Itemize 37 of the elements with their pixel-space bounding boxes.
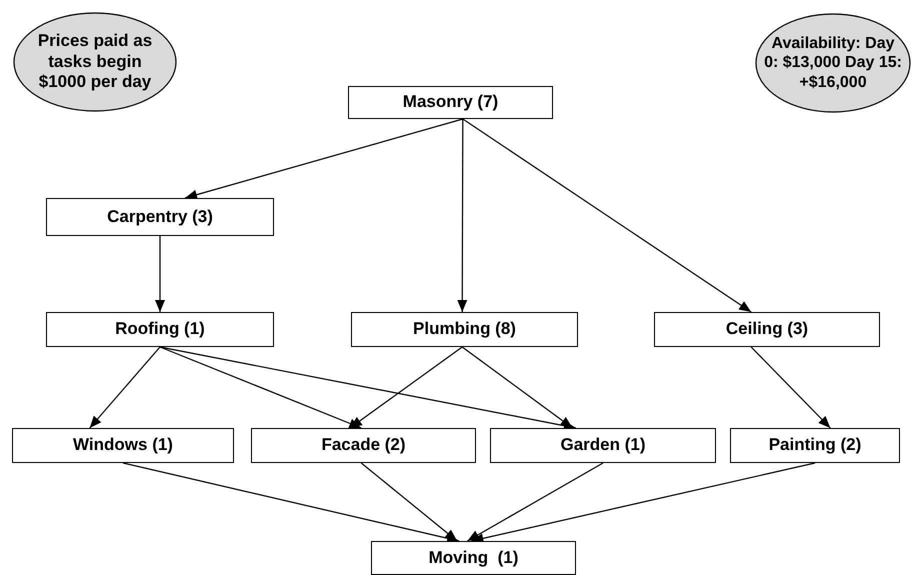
task-label: Garden (1) [560,435,646,456]
task-box [46,198,274,236]
arrow [750,346,831,428]
task-label: Roofing (1) [115,319,205,340]
arrow [471,462,816,544]
task-label: Moving (1) [428,548,518,568]
task-label: Masonry (7) [402,92,498,113]
task-label: Availability: Day 0: $13,000 Day 15: +$16,000 [763,34,903,92]
task-label: Facade (2) [321,435,406,456]
arrow [160,346,576,431]
task-box [348,86,553,119]
task-label: Painting (2) [768,435,862,456]
task-label: Ceiling (3) [726,319,808,340]
task-box [730,428,900,463]
task-box [46,312,274,347]
task-label: Plumbing (8) [413,319,516,340]
task-box [351,312,578,347]
task-box [654,312,880,347]
arrow [155,236,165,312]
task-box [490,428,716,463]
task-box [12,428,234,463]
arrow [462,118,752,312]
task-label: Carpentry (3) [107,206,213,228]
arrow [360,462,458,542]
arrow [462,346,573,428]
arrow [457,119,468,312]
arrow [122,462,460,544]
arrow [467,462,604,542]
task-label: Prices paid as tasks begin $1000 per day [36,31,154,93]
arrow [160,346,362,429]
arrow [184,118,463,200]
note-ellipse [13,12,177,112]
task-label: Windows (1) [73,435,173,456]
arrow [89,346,160,428]
note-ellipse [755,13,911,113]
task-box [251,428,476,463]
task-box [371,541,576,575]
